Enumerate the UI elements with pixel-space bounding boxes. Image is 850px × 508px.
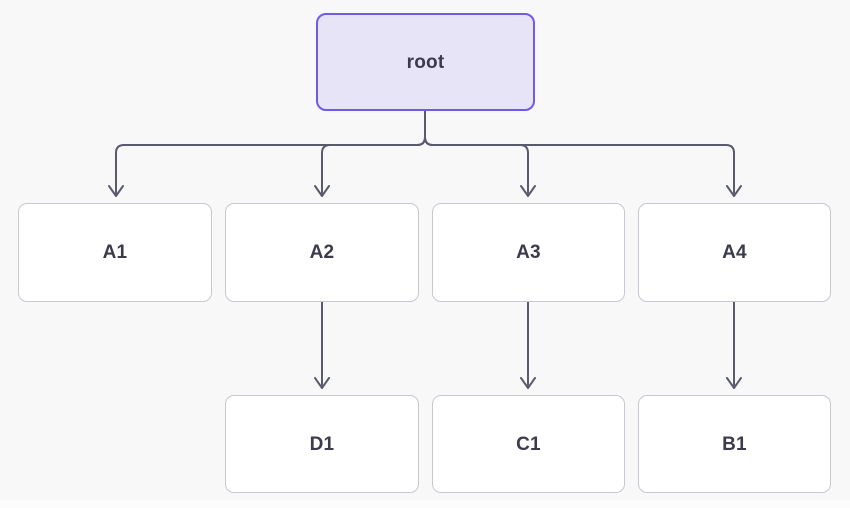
node-root[interactable]: root bbox=[316, 13, 535, 111]
arrowhead-C1 bbox=[520, 377, 536, 389]
arrowhead-A3 bbox=[520, 185, 536, 197]
node-d1-label: D1 bbox=[309, 433, 335, 455]
arrowhead-D1 bbox=[314, 377, 330, 389]
arrowhead-A1 bbox=[108, 185, 124, 197]
edge-root-to-A2 bbox=[321, 136, 426, 194]
node-a2[interactable]: A2 bbox=[225, 203, 419, 302]
node-a1[interactable]: A1 bbox=[18, 203, 212, 302]
node-b1-label: B1 bbox=[722, 433, 747, 455]
node-root-label: root bbox=[406, 51, 445, 73]
node-a3[interactable]: A3 bbox=[432, 203, 625, 302]
edge-root-to-A4 bbox=[424, 136, 735, 194]
node-a4-label: A4 bbox=[722, 242, 747, 263]
node-c1[interactable]: C1 bbox=[432, 395, 625, 493]
node-c1-label: C1 bbox=[516, 433, 541, 455]
canvas-bottom-band bbox=[0, 500, 850, 508]
arrowhead-A2 bbox=[314, 185, 330, 197]
node-b1[interactable]: B1 bbox=[638, 395, 831, 493]
node-a1-label: A1 bbox=[102, 242, 128, 263]
arrowhead-B1 bbox=[726, 377, 742, 389]
node-a2-label: A2 bbox=[309, 242, 335, 263]
arrowhead-A4 bbox=[726, 185, 742, 197]
node-a4[interactable]: A4 bbox=[638, 203, 831, 302]
edge-root-to-A3 bbox=[424, 136, 529, 194]
edge-root-to-A1 bbox=[115, 136, 426, 194]
node-d1[interactable]: D1 bbox=[225, 395, 419, 493]
node-a3-label: A3 bbox=[516, 242, 541, 263]
